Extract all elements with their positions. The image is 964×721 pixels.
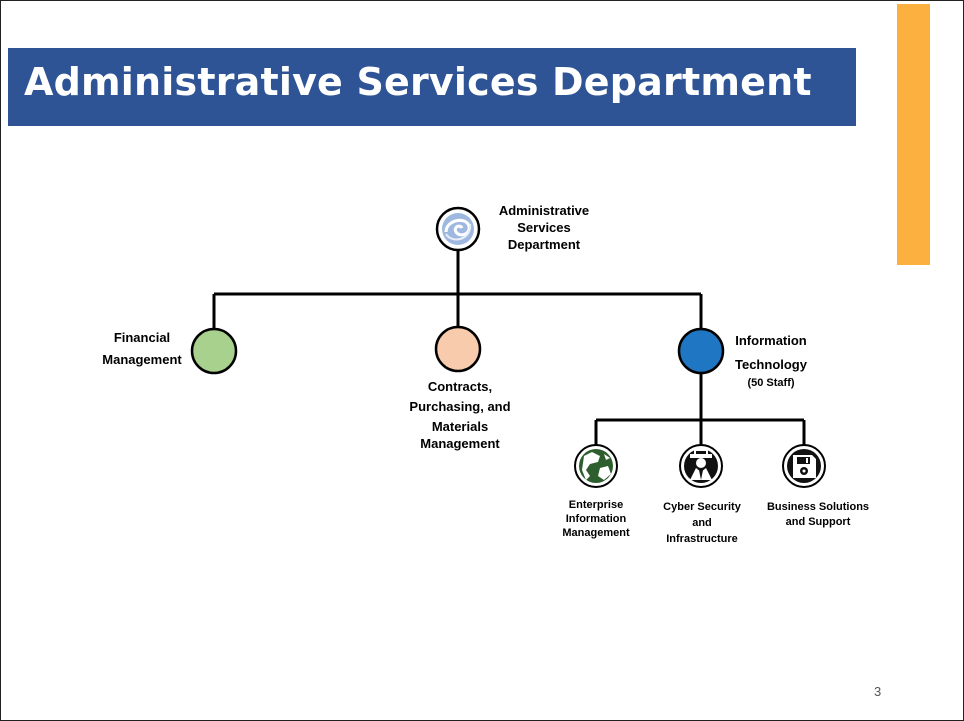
- information-technology-label: Information Technology: [735, 333, 807, 372]
- swirl-logo-icon: [435, 206, 481, 252]
- root-label: Administrative Services Department: [498, 203, 590, 252]
- enterprise-information-label: Enterprise Information Management: [562, 499, 630, 539]
- financial-management-label: Financial Management: [102, 330, 182, 367]
- information-technology-node: [677, 327, 725, 375]
- cyber-security-label: Cyber Security and Infrastructure: [663, 501, 741, 545]
- globe-icon: [574, 444, 618, 488]
- staff-count-note: (50 Staff): [747, 377, 795, 389]
- contracts-purchasing-node: [434, 325, 482, 373]
- contracts-purchasing-label: Contracts, Purchasing, and Materials Man…: [409, 379, 511, 451]
- financial-management-node: [190, 327, 238, 375]
- title-banner: [8, 48, 856, 126]
- business-solutions-label: Business Solutions and Support: [766, 501, 870, 528]
- page-number: 3: [874, 684, 882, 699]
- connector-lines: [212, 250, 806, 446]
- floppy-disk-icon: [782, 444, 826, 488]
- spy-icon: [679, 444, 723, 488]
- slide-title: Administrative Services Department: [24, 60, 812, 104]
- accent-bar: [897, 4, 930, 265]
